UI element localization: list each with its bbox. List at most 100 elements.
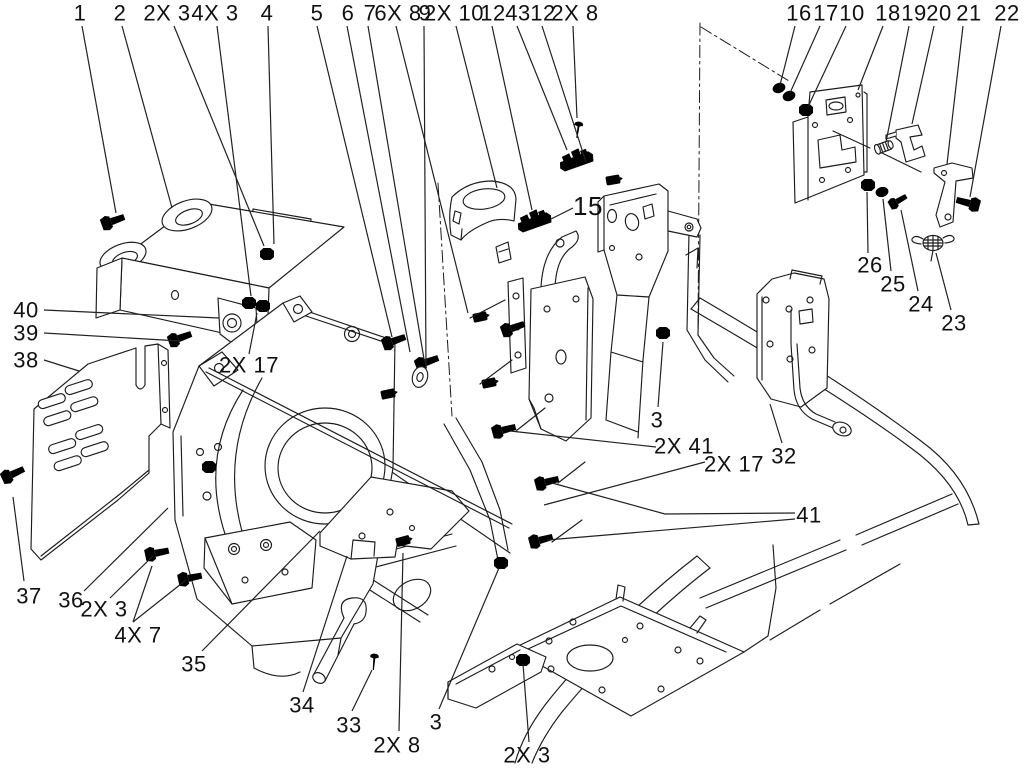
callout-leader-line xyxy=(935,252,952,311)
callout-leader-line xyxy=(969,25,1002,198)
flange-nut xyxy=(242,297,256,309)
callout-label: 37 xyxy=(16,584,41,609)
callout-leader-line xyxy=(395,25,469,314)
hex-bolt xyxy=(99,209,127,233)
callout-leader-line xyxy=(491,25,533,211)
callout-label: 15 xyxy=(573,191,603,221)
hex-bolt xyxy=(886,191,910,211)
diagonal-brace-rod xyxy=(205,367,513,529)
callout-label: 41 xyxy=(796,503,821,528)
flat-washer xyxy=(874,185,890,199)
rear-support-bracket xyxy=(756,269,852,437)
callout-label: 3 xyxy=(651,408,664,433)
cable-clip xyxy=(605,173,624,186)
callout-leader-line xyxy=(173,25,265,247)
callout-label: 20 xyxy=(926,1,951,26)
callout-leader-line xyxy=(946,25,964,165)
callout-label: 26 xyxy=(857,253,882,278)
callout-leader-line xyxy=(789,25,821,94)
callout-label: 34 xyxy=(289,693,314,718)
callout-label: 2X 10 xyxy=(424,1,484,26)
callout-leader-line xyxy=(109,555,154,599)
callout-label: 7 xyxy=(364,1,377,26)
callout-leader-line xyxy=(550,207,574,220)
callout-label: 2X 3 xyxy=(143,1,190,26)
callout-label: 10 xyxy=(839,1,864,26)
callout-label: 32 xyxy=(771,444,796,469)
flat-washer xyxy=(781,89,797,103)
right-hardware-cluster xyxy=(771,81,982,262)
callout-label: 43 xyxy=(505,1,530,26)
callout-leader-line xyxy=(522,663,530,743)
safety-switch-group xyxy=(495,121,624,264)
callout-leader-line xyxy=(779,25,796,86)
wing-knob xyxy=(911,234,955,262)
callout-leader-line xyxy=(807,25,847,108)
lock-washer xyxy=(771,81,787,95)
callout-label: 39 xyxy=(13,321,38,346)
flange-nut xyxy=(256,300,270,312)
hex-bolt xyxy=(954,192,982,214)
callout-leader-line xyxy=(543,461,706,506)
spacer-bushing xyxy=(873,140,894,155)
hex-bolt xyxy=(166,326,194,350)
callout-label: 23 xyxy=(941,311,966,336)
hex-nut xyxy=(861,179,875,191)
transaxle-plate xyxy=(172,295,396,677)
callout-leader-line xyxy=(857,25,884,91)
engine-mount-bracket xyxy=(95,198,345,353)
callout-leader-line xyxy=(248,312,258,355)
callout-leader-line xyxy=(769,403,783,444)
hex-nut xyxy=(260,248,274,260)
callout-leader-line xyxy=(657,341,664,408)
hex-bolt xyxy=(533,471,561,493)
safety-switch xyxy=(556,145,596,176)
rear-panel xyxy=(792,84,865,204)
callout-label: 5 xyxy=(311,1,324,26)
callout-leader-line xyxy=(216,25,252,297)
hex-bolt xyxy=(490,419,518,441)
callout-label: 19 xyxy=(901,1,926,26)
callout-leader-line xyxy=(866,191,869,254)
shift-lever xyxy=(312,597,367,684)
callout-leader-line xyxy=(509,430,657,448)
callout-label: 12 xyxy=(480,1,505,26)
callout-label: 35 xyxy=(181,652,206,677)
callout-label: 33 xyxy=(336,713,361,738)
callout-leader-line xyxy=(43,309,220,319)
hex-nut xyxy=(202,461,216,473)
callout-label: 2X 17 xyxy=(704,452,764,477)
callout-leader-line xyxy=(572,25,578,119)
callout-leader-line xyxy=(316,25,393,338)
callout-leader-line xyxy=(516,25,568,151)
callout-label: 36 xyxy=(58,588,83,613)
rear-panel-assembly xyxy=(792,84,974,228)
callout-leader-line xyxy=(882,198,892,272)
callout-label: 4X 3 xyxy=(191,1,238,26)
callout-label: 17 xyxy=(813,1,838,26)
callout-leader-line xyxy=(346,25,411,353)
callout-label: 16 xyxy=(786,1,811,26)
callout-leader-line xyxy=(351,669,373,712)
mounting-screw xyxy=(369,653,379,671)
hex-bolt xyxy=(0,462,28,486)
callout-leader-line xyxy=(423,25,427,369)
cable-clip xyxy=(481,376,500,389)
callout-leader-line xyxy=(367,25,425,360)
callout-label: 2 xyxy=(114,1,127,26)
hex-bolt xyxy=(143,543,171,563)
callout-label: 3 xyxy=(430,710,443,735)
callout-leader-line xyxy=(132,579,187,623)
callout-leader-line xyxy=(551,482,796,515)
callout-label: 25 xyxy=(880,272,905,297)
callout-leader-line xyxy=(900,209,919,292)
callout-label: 6 xyxy=(342,1,355,26)
callout-leader-line xyxy=(885,25,910,143)
hex-nut xyxy=(799,104,813,116)
phantom-boundary-lines xyxy=(437,22,790,417)
callout-leader-line xyxy=(438,567,500,710)
cowl-shroud xyxy=(449,180,517,241)
latch-bracket xyxy=(885,124,926,163)
flange-nut xyxy=(494,557,508,569)
callout-label: 38 xyxy=(13,348,38,373)
